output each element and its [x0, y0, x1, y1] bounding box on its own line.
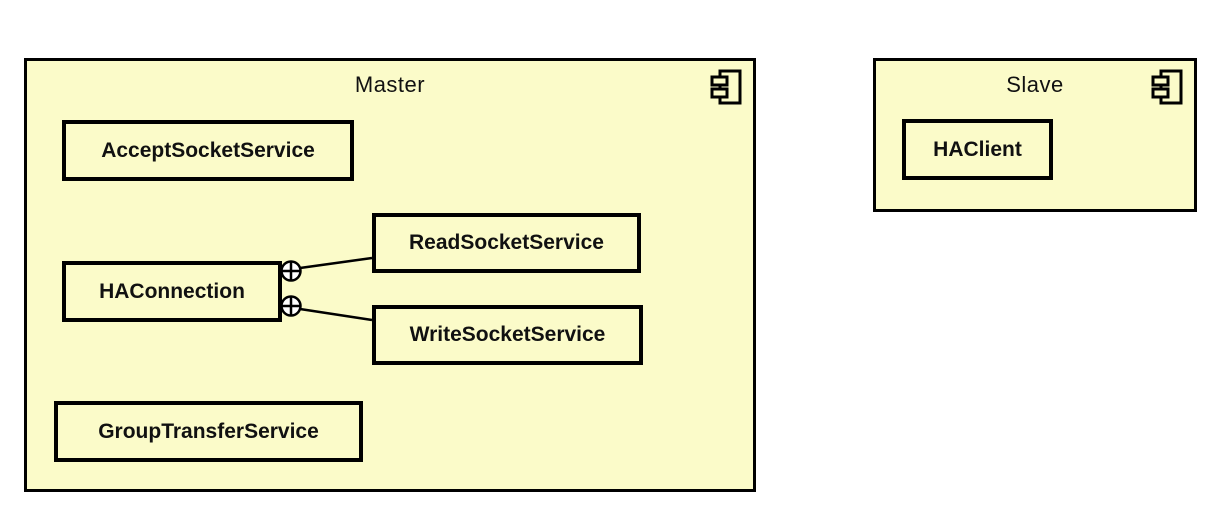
- node-group-transfer-service-label: GroupTransferService: [98, 419, 319, 443]
- node-write-socket-service-label: WriteSocketService: [409, 323, 606, 346]
- node-write-socket-service: WriteSocketService: [372, 305, 643, 365]
- node-accept-socket-service-label: AcceptSocketService: [101, 138, 315, 162]
- node-group-transfer-service: GroupTransferService: [54, 401, 363, 462]
- node-ha-client-label: HAClient: [933, 137, 1022, 161]
- component-slave-title: Slave: [1006, 72, 1064, 97]
- component-master-title: Master: [354, 72, 426, 97]
- uml-component-icon: [1151, 69, 1183, 105]
- node-read-socket-service: ReadSocketService: [372, 213, 641, 273]
- component-master: Master AcceptSocketService HAConnection …: [24, 58, 756, 492]
- uml-component-icon: [710, 69, 742, 105]
- component-slave: Slave HAClient: [873, 58, 1197, 212]
- node-accept-socket-service: AcceptSocketService: [62, 120, 354, 181]
- node-read-socket-service-label: ReadSocketService: [409, 231, 604, 254]
- node-ha-connection: HAConnection: [62, 261, 282, 322]
- node-ha-connection-label: HAConnection: [99, 279, 245, 303]
- node-ha-client: HAClient: [902, 119, 1053, 180]
